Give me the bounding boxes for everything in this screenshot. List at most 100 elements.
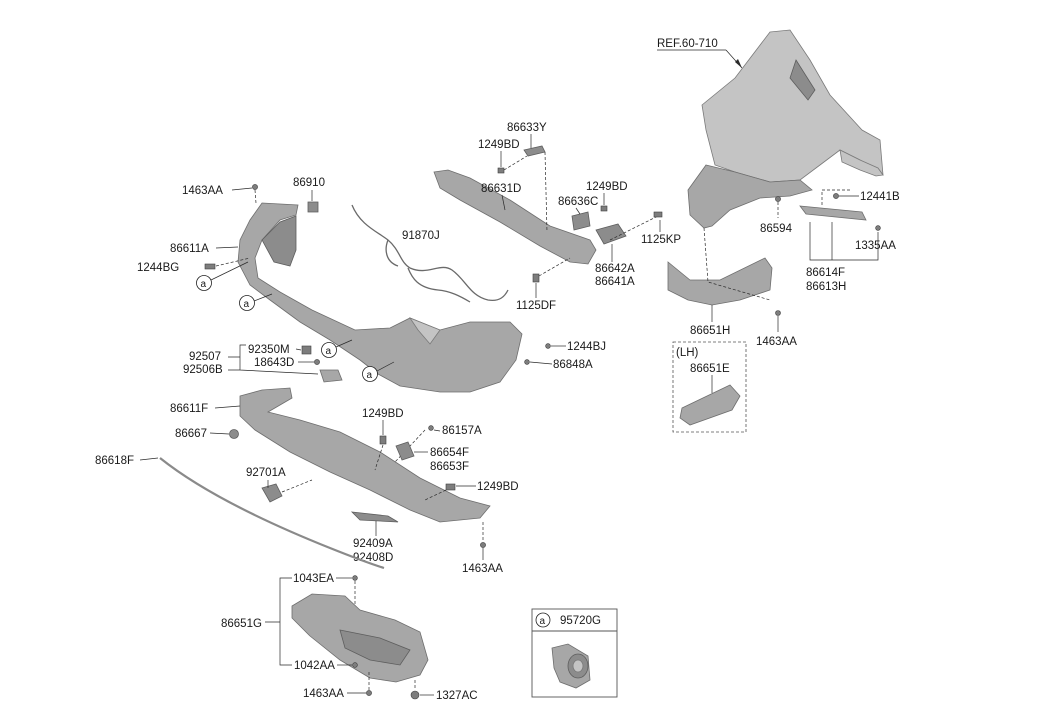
label-86651E[interactable]: 86651E xyxy=(690,363,730,375)
label-86633Y[interactable]: 86633Y xyxy=(507,122,547,134)
callout-a-3: a xyxy=(321,342,337,358)
label-86614F[interactable]: 86614F xyxy=(806,267,845,279)
sensor-95720G xyxy=(551,643,591,689)
bracket-86642A xyxy=(595,223,627,245)
clip-1043EA xyxy=(352,575,358,581)
label-86642A[interactable]: 86642A xyxy=(595,263,635,275)
lh-box xyxy=(672,341,747,433)
callout-box-a: a xyxy=(535,612,551,628)
label-1327AC[interactable]: 1327AC xyxy=(436,690,478,702)
label-86654F[interactable]: 86654F xyxy=(430,447,469,459)
callout-a-4: a xyxy=(362,366,378,382)
label-1249BD-b[interactable]: 1249BD xyxy=(586,181,628,193)
label-86631D[interactable]: 86631D xyxy=(481,183,521,195)
svg-text:a: a xyxy=(201,279,207,290)
label-95720G[interactable]: 95720G xyxy=(560,615,601,627)
part-92506B xyxy=(319,369,343,383)
part-86910 xyxy=(307,201,319,213)
label-1463AA-b[interactable]: 1463AA xyxy=(462,563,503,575)
undercover-rib xyxy=(339,629,411,666)
label-86611F[interactable]: 86611F xyxy=(170,403,208,415)
callout-a-2: a xyxy=(239,295,255,311)
label-lh[interactable]: (LH) xyxy=(676,347,699,359)
label-86651G[interactable]: 86651G xyxy=(221,618,262,630)
part-18643D xyxy=(314,359,320,365)
label-1249BD-d[interactable]: 1249BD xyxy=(477,481,519,493)
label-86641A[interactable]: 86641A xyxy=(595,276,635,288)
label-86157A[interactable]: 86157A xyxy=(442,425,482,437)
label-92409A[interactable]: 92409A xyxy=(353,538,393,550)
label-86651H[interactable]: 86651H xyxy=(690,325,730,337)
label-1249BD-a[interactable]: 1249BD xyxy=(478,139,520,151)
lamp-92701A xyxy=(261,483,283,503)
label-86594[interactable]: 86594 xyxy=(760,223,793,235)
label-92350M[interactable]: 92350M xyxy=(248,344,290,356)
bolt-1249BD-a xyxy=(497,167,505,174)
label-1244BG[interactable]: 1244BG xyxy=(137,262,179,274)
wiring-harness-91870J xyxy=(351,204,509,303)
quarter-panel xyxy=(687,29,884,229)
label-92408D[interactable]: 92408D xyxy=(353,552,393,564)
label-12441B[interactable]: 12441B xyxy=(860,191,900,203)
label-92701A[interactable]: 92701A xyxy=(246,467,286,479)
svg-text:a: a xyxy=(367,370,373,381)
label-86636C[interactable]: 86636C xyxy=(558,196,598,208)
bolt-1125KP xyxy=(653,211,663,218)
label-1244BJ[interactable]: 1244BJ xyxy=(567,341,606,353)
bolt-1249BD-d xyxy=(445,483,456,491)
label-1249BD-c[interactable]: 1249BD xyxy=(362,408,404,420)
label-86848A[interactable]: 86848A xyxy=(553,359,593,371)
clip-86848A xyxy=(524,359,530,365)
label-92507[interactable]: 92507 xyxy=(189,351,221,363)
clip-86157A xyxy=(428,425,434,431)
label-1463AA-c[interactable]: 1463AA xyxy=(303,688,344,700)
label-1125KP[interactable]: 1125KP xyxy=(641,234,681,246)
bracket-86636C xyxy=(571,211,591,231)
bolt-1249BD-b xyxy=(600,205,608,212)
bracket-86651E xyxy=(679,384,741,426)
label-92506B[interactable]: 92506B xyxy=(183,364,223,376)
label-86653F[interactable]: 86653F xyxy=(430,461,469,473)
part-92350M xyxy=(301,345,312,355)
label-18643D[interactable]: 18643D xyxy=(254,357,294,369)
label-1463AA-a[interactable]: 1463AA xyxy=(182,185,223,197)
clip-1463AA-a xyxy=(252,184,258,190)
clip-12441B xyxy=(833,193,839,199)
bolt-86594 xyxy=(775,196,781,202)
lower-diffuser-86611F xyxy=(239,387,491,523)
label-1125DF[interactable]: 1125DF xyxy=(516,300,556,312)
rear-bumper-cover xyxy=(237,202,523,393)
label-1463AA-d[interactable]: 1463AA xyxy=(756,336,797,348)
clip-1463AA-b xyxy=(480,542,486,548)
label-86667[interactable]: 86667 xyxy=(175,428,207,440)
nut-1327AC xyxy=(410,690,420,700)
label-86613H[interactable]: 86613H xyxy=(806,281,846,293)
clip-1244BJ xyxy=(545,343,551,349)
part-86667 xyxy=(229,429,239,439)
rear-beam-86631D xyxy=(433,169,597,265)
label-86618F[interactable]: 86618F xyxy=(95,455,134,467)
label-1043EA[interactable]: 1043EA xyxy=(293,573,334,585)
side-bracket-86651H xyxy=(667,257,773,306)
bolt-1335AA xyxy=(875,225,881,231)
bolt-1244BG xyxy=(204,263,216,270)
svg-text:a: a xyxy=(326,346,332,357)
label-86910[interactable]: 86910 xyxy=(293,177,325,189)
bolt-1249BD-c xyxy=(379,435,387,445)
bumper-corner-recess xyxy=(261,215,297,267)
bolt-1125DF xyxy=(532,273,540,283)
bracket-86614F xyxy=(799,205,867,221)
callout-a-1: a xyxy=(196,275,212,291)
svg-text:a: a xyxy=(540,616,546,627)
bumper-notch xyxy=(408,317,441,345)
bracket-86654F xyxy=(395,441,415,461)
svg-text:a: a xyxy=(244,299,250,310)
label-86611A[interactable]: 86611A xyxy=(170,243,209,255)
clip-1042AA xyxy=(352,662,358,668)
label-91870J[interactable]: 91870J xyxy=(402,230,440,242)
label-1042AA[interactable]: 1042AA xyxy=(294,660,335,672)
ref-label[interactable]: REF.60-710 xyxy=(657,38,718,50)
label-1335AA[interactable]: 1335AA xyxy=(855,240,896,252)
